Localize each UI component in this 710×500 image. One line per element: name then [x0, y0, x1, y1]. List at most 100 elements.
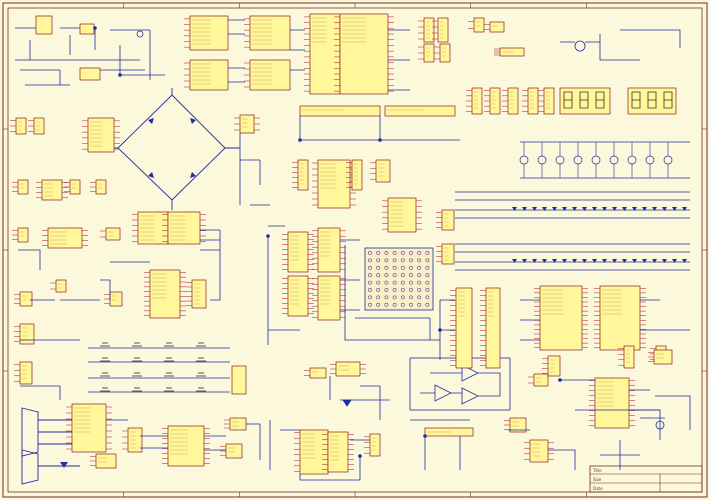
title-block: Title Size Date	[589, 465, 703, 493]
led-dot-matrix-cell	[400, 265, 405, 270]
schematic-wire	[239, 133, 270, 206]
ic-chip-body	[473, 17, 485, 33]
schematic-wire	[410, 419, 470, 470]
led-icon	[572, 207, 577, 211]
ic-chip	[589, 377, 635, 429]
ic-chip	[334, 13, 394, 95]
ic-chip	[480, 287, 501, 369]
ic-chip-body	[299, 429, 329, 475]
led-icon	[652, 259, 657, 263]
led-dot-matrix-cell	[384, 273, 389, 278]
ic-chip-body	[441, 243, 455, 265]
led-icon	[662, 259, 667, 263]
ic-chip-body	[387, 197, 417, 233]
led-icon	[602, 259, 607, 263]
led-dot-matrix-cell	[376, 273, 381, 278]
led-icon	[662, 207, 667, 211]
seven-segment-digit	[663, 91, 673, 109]
led-dot-matrix-cell	[417, 302, 422, 307]
schematic-wire	[18, 249, 55, 301]
schematic-wire	[340, 239, 360, 311]
keypad-switch-icon	[164, 387, 174, 392]
ic-chip	[184, 59, 229, 91]
led-icon	[652, 207, 657, 211]
ic-chip-body	[533, 373, 549, 387]
led-dot-matrix-cell	[392, 295, 397, 300]
ic-chip-body	[47, 227, 83, 249]
ic-chip	[224, 417, 247, 431]
ic-chip	[184, 15, 229, 51]
led-icon	[682, 207, 687, 211]
ic-chip-body	[189, 15, 229, 51]
ic-chip-body	[309, 13, 341, 95]
led-dot-matrix-cell	[392, 258, 397, 263]
led-icon	[632, 259, 637, 263]
ic-chip	[282, 275, 314, 317]
junction-dot	[438, 328, 442, 332]
rectifier-diode-icon	[148, 118, 196, 178]
ic-chip	[346, 159, 363, 191]
ic-chip	[528, 373, 549, 387]
led-icon	[512, 207, 517, 211]
ic-chip	[14, 291, 33, 307]
seven-segment-digit	[563, 91, 573, 109]
ic-chip	[648, 349, 673, 365]
led-dot-matrix-cell	[376, 258, 381, 263]
led-dot-matrix-cell	[400, 251, 405, 255]
keypad-switch-icon	[196, 342, 206, 347]
diode-icon	[342, 399, 352, 407]
ic-chip	[14, 323, 35, 345]
led-dot-matrix-cell	[417, 273, 422, 278]
serial-transistor-icon	[60, 462, 68, 468]
led-dot-matrix	[364, 247, 434, 311]
led-bar-array-upper	[455, 191, 690, 219]
schematic-wire	[60, 261, 150, 301]
ic-chip	[12, 179, 29, 195]
ic-chip	[484, 87, 501, 115]
ic-chip	[304, 367, 327, 379]
led-dot-matrix-cell	[368, 295, 372, 300]
led-dot-matrix-cell	[376, 251, 381, 255]
led-dot-matrix-cell	[425, 258, 430, 263]
led-icon	[672, 207, 677, 211]
led-dot-matrix-cell	[368, 273, 372, 278]
wire-layer	[18, 19, 690, 481]
ic-chip-body	[599, 285, 641, 351]
led-dot-matrix-cell	[376, 295, 381, 300]
schematic-wire	[508, 429, 576, 470]
ic-chip	[436, 243, 455, 265]
ic-chip-body	[19, 291, 33, 307]
schematic-wire	[204, 423, 261, 460]
led-dot-matrix-cell	[376, 302, 381, 307]
led-bar-array-lower	[455, 243, 690, 271]
led-dot-matrix-cell	[384, 280, 389, 285]
led-dot-matrix-cell	[425, 295, 430, 300]
ic-chip-body	[109, 291, 123, 307]
schematic-wire	[640, 299, 690, 331]
title-block-label-date: Date	[593, 486, 603, 491]
power-supply-section	[15, 27, 165, 86]
keypad-switch-icon	[132, 357, 142, 362]
schematic-wire	[20, 339, 80, 400]
led-dot-matrix-cell	[400, 295, 405, 300]
ic-chip-body	[489, 21, 505, 33]
led-icon	[582, 259, 587, 263]
ic-chip-body	[351, 159, 363, 191]
ic-chip	[162, 425, 210, 467]
ic-chip-body	[309, 367, 327, 379]
ic-chip	[418, 17, 435, 43]
led-icon	[592, 259, 597, 263]
ic-chip	[322, 431, 354, 473]
led-dot-matrix-cell	[409, 295, 413, 300]
ic-chip	[312, 159, 356, 209]
keypad-switch-icon	[164, 357, 174, 362]
ic-chip	[524, 439, 554, 463]
ic-chip-body	[95, 179, 107, 195]
ic-chip	[370, 159, 391, 183]
led-dot-matrix-cell	[368, 265, 372, 270]
ic-chip-body	[653, 349, 673, 365]
led-dot-matrix-cell	[376, 288, 381, 292]
schematic-wire	[520, 299, 540, 341]
ic-chip-body	[441, 209, 455, 231]
ic-chip	[312, 275, 346, 321]
